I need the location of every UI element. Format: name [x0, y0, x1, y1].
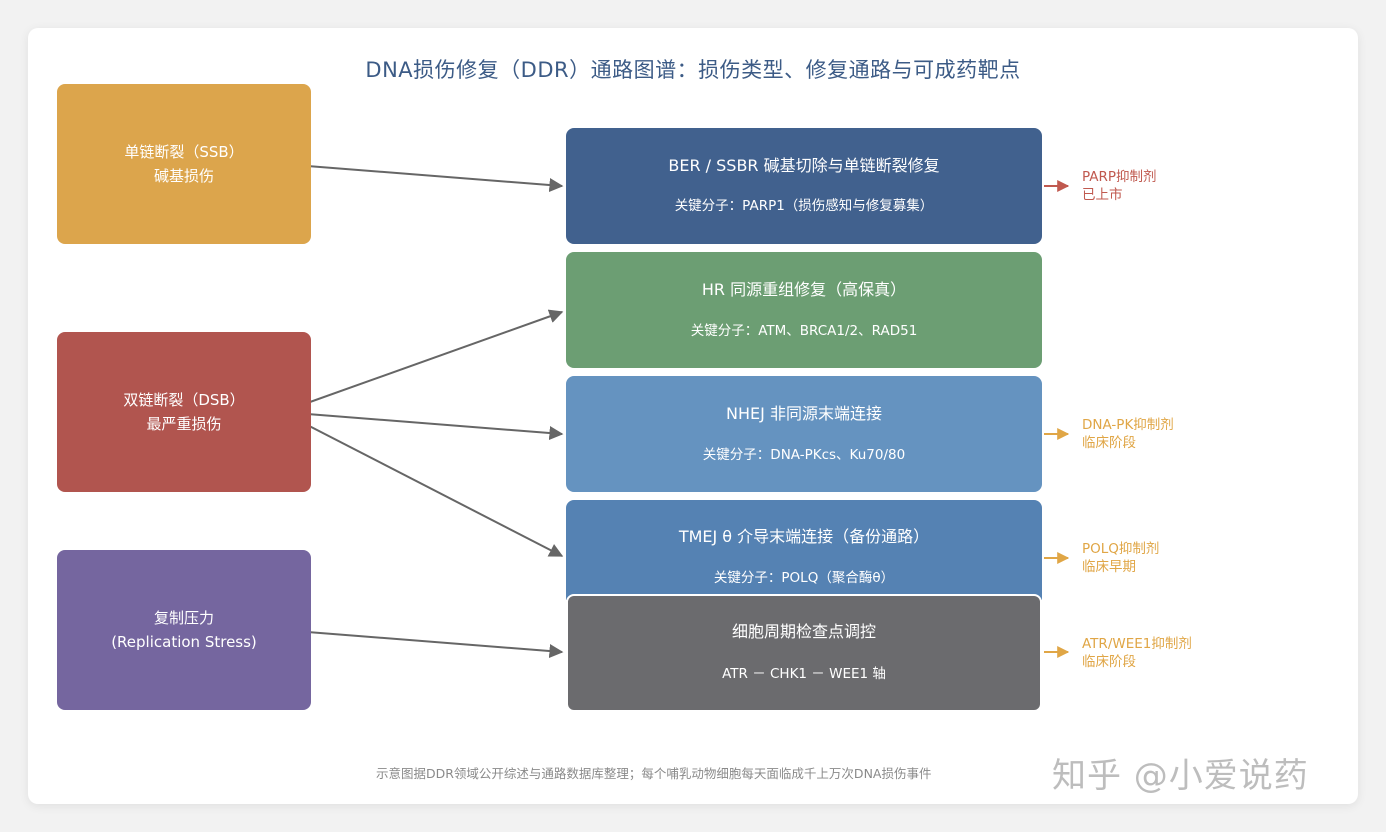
pathway-hr-name: HR 同源重组修复（高保真） [701, 280, 907, 299]
drug-polq-status: 临床早期 [1082, 559, 1136, 575]
pathway-ber-name: BER / SSBR 碱基切除与单链断裂修复 [668, 156, 940, 175]
pathway-tmej-molecules: 关键分子：POLQ（聚合酶θ） [713, 570, 895, 586]
drug-parp-name: PARP抑制剂 [1082, 169, 1157, 185]
damage-ssb-sublabel: 碱基损伤 [153, 167, 214, 185]
pathway-checkpoint-molecules: ATR － CHK1 － WEE1 轴 [722, 666, 886, 682]
arrow-ssb-to-ber [281, 163, 564, 192]
drug-atr-status: 临床阶段 [1082, 654, 1136, 670]
pathway-box-checkpoint: 细胞周期检查点调控 ATR － CHK1 － WEE1 轴 [566, 594, 1042, 712]
drug-parp-status: 已上市 [1082, 187, 1123, 203]
pathway-ber-molecules: 关键分子：PARP1（损伤感知与修复募集） [674, 198, 934, 214]
pathway-nhej-molecules: 关键分子：DNA-PKcs、Ku70/80 [702, 447, 906, 463]
damage-ssb-label: 单链断裂（SSB） [124, 143, 244, 161]
pathway-box-ber-ssbr: BER / SSBR 碱基切除与单链断裂修复 关键分子：PARP1（损伤感知与修… [566, 128, 1042, 244]
arrow-dsb-to-hr [281, 309, 564, 413]
damage-box-replication-stress: 复制压力 (Replication Stress) [57, 550, 311, 710]
arrow-dsb-to-tmej [281, 411, 564, 557]
watermark-logo: 知乎 @小爱说药 [1052, 756, 1309, 796]
pathway-checkpoint-name: 细胞周期检查点调控 [731, 622, 876, 641]
drug-dnapk-status: 临床阶段 [1082, 435, 1136, 451]
drug-atr-name: ATR/WEE1抑制剂 [1082, 636, 1192, 652]
arrow-dsb-to-nhej [281, 411, 564, 440]
pathway-nhej-name: NHEJ 非同源末端连接 [726, 404, 882, 423]
pathway-tmej-name: TMEJ θ 介导末端连接（备份通路） [678, 527, 930, 546]
pathway-hr-molecules: 关键分子：ATM、BRCA1/2、RAD51 [690, 323, 918, 339]
drug-dnapk-name: DNA-PK抑制剂 [1082, 417, 1174, 433]
damage-rs-sublabel: (Replication Stress) [111, 633, 257, 651]
pathway-box-tmej: TMEJ θ 介导末端连接（备份通路） 关键分子：POLQ（聚合酶θ） [566, 500, 1042, 600]
footer-note: 示意图据DDR领域公开综述与通路数据库整理；每个哺乳动物细胞每天面临成千上万次D… [376, 766, 932, 781]
damage-box-ssb: 单链断裂（SSB） 碱基损伤 [57, 84, 311, 244]
damage-box-dsb: 双链断裂（DSB） 最严重损伤 [57, 332, 311, 492]
diagram-title: DNA损伤修复（DDR）通路图谱：损伤类型、修复通路与可成药靶点 [365, 58, 1021, 82]
damage-dsb-label: 双链断裂（DSB） [123, 391, 245, 409]
drug-label-polq: POLQ抑制剂 临床早期 [1082, 540, 1159, 576]
drug-label-atr-wee1: ATR/WEE1抑制剂 临床阶段 [1082, 635, 1192, 671]
damage-rs-label: 复制压力 [153, 609, 214, 627]
drug-polq-name: POLQ抑制剂 [1082, 541, 1160, 557]
arrow-rs-to-checkpoint [281, 629, 564, 658]
pathway-box-nhej: NHEJ 非同源末端连接 关键分子：DNA-PKcs、Ku70/80 [566, 376, 1042, 492]
damage-dsb-sublabel: 最严重损伤 [146, 415, 222, 433]
drug-label-parp: PARP抑制剂 已上市 [1082, 168, 1157, 204]
pathway-box-hr: HR 同源重组修复（高保真） 关键分子：ATM、BRCA1/2、RAD51 [566, 252, 1042, 368]
drug-label-dnapk: DNA-PK抑制剂 临床阶段 [1082, 416, 1174, 452]
